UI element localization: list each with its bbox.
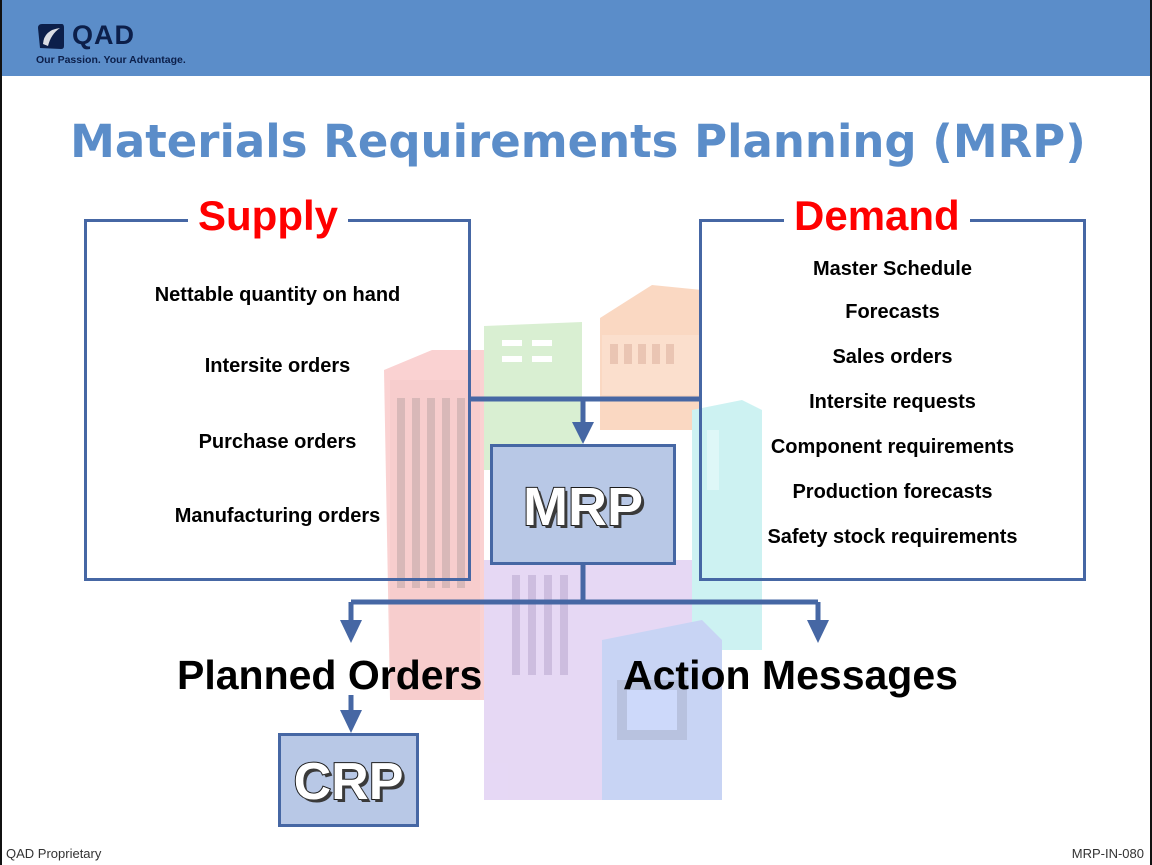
flow-arrowheads bbox=[340, 422, 829, 733]
planned-orders-label: Planned Orders bbox=[177, 652, 483, 698]
supply-item: Intersite orders bbox=[204, 355, 351, 377]
mrp-label: MRP bbox=[522, 476, 644, 538]
action-messages-label: Action Messages bbox=[623, 652, 958, 698]
header-bar: QAD Our Passion. Your Advantage. bbox=[2, 0, 1150, 76]
supply-item: Nettable quantity on hand bbox=[154, 284, 401, 306]
arrow-to-planned-orders bbox=[340, 620, 362, 643]
demand-label: Demand bbox=[784, 193, 970, 239]
demand-item: Sales orders bbox=[832, 346, 953, 368]
demand-item: Intersite requests bbox=[809, 391, 976, 413]
supply-label: Supply bbox=[188, 193, 349, 239]
demand-item: Safety stock requirements bbox=[767, 526, 1018, 548]
footer-left: QAD Proprietary bbox=[6, 846, 102, 861]
building-illustration bbox=[384, 285, 762, 800]
demand-item: Production forecasts bbox=[792, 481, 993, 503]
supply-item: Manufacturing orders bbox=[174, 505, 381, 527]
arrow-to-crp bbox=[340, 710, 362, 733]
demand-item: Component requirements bbox=[770, 436, 1015, 458]
footer-right: MRP-IN-080 bbox=[1071, 846, 1144, 861]
qad-logo-icon bbox=[38, 24, 64, 49]
crp-box: CRP bbox=[278, 733, 419, 827]
crp-label: CRP bbox=[293, 753, 405, 811]
demand-item: Forecasts bbox=[845, 301, 940, 323]
supply-item: Purchase orders bbox=[198, 431, 357, 453]
mrp-box: MRP bbox=[490, 444, 676, 565]
logo-tagline: Our Passion. Your Advantage. bbox=[36, 54, 186, 66]
arrow-to-action-messages bbox=[807, 620, 829, 643]
demand-item: Master Schedule bbox=[813, 258, 972, 280]
logo-brand: QAD bbox=[72, 20, 135, 50]
flow-connectors bbox=[348, 396, 821, 712]
arrow-to-mrp bbox=[572, 422, 594, 444]
page-title: Materials Requirements Planning (MRP) bbox=[70, 115, 1086, 168]
